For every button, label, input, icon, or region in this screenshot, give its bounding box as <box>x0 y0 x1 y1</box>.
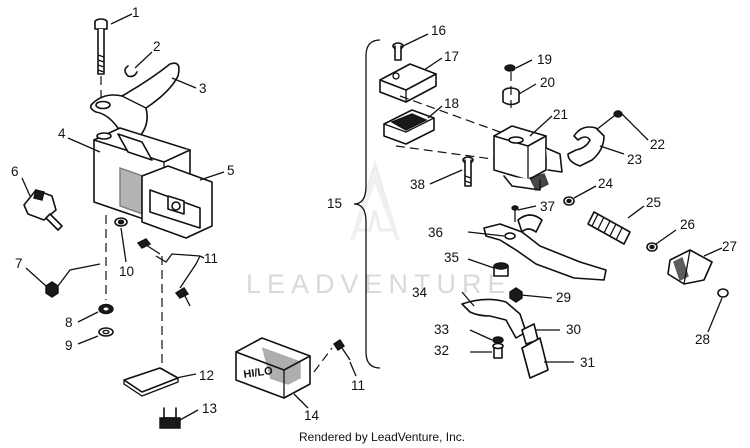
part-22-screw[interactable] <box>595 110 623 131</box>
callout-8: 8 <box>65 315 73 330</box>
callout-29: 29 <box>556 290 571 305</box>
callout-21: 21 <box>553 107 568 122</box>
callout-2: 2 <box>153 39 161 54</box>
callout-1: 1 <box>132 5 140 20</box>
callout-38: 38 <box>410 177 425 192</box>
part-6-knob[interactable] <box>23 189 63 231</box>
part-5-cover[interactable] <box>141 165 213 239</box>
part-25-spring[interactable] <box>587 211 631 245</box>
watermark-logo-icon <box>350 159 400 241</box>
part-14-hilo-switch[interactable]: HI/LO <box>235 337 311 399</box>
part-16-screw[interactable] <box>392 42 404 61</box>
leader-lines <box>21 13 723 421</box>
callout-25: 25 <box>646 195 661 210</box>
part-35-bushing[interactable] <box>493 262 509 277</box>
part-36-lever[interactable] <box>483 214 607 281</box>
callout-34: 34 <box>412 285 428 300</box>
part-11-screws[interactable] <box>136 238 201 307</box>
callout-10: 10 <box>119 264 134 279</box>
leader-dashed <box>395 145 501 161</box>
part-8-washer[interactable] <box>98 303 114 315</box>
callout-6: 6 <box>11 164 19 179</box>
part-38-bolt[interactable] <box>462 156 474 187</box>
part-23-clamp[interactable] <box>567 126 605 167</box>
callout-22: 22 <box>650 137 665 152</box>
part-9-lockwasher[interactable] <box>98 327 114 337</box>
callout-3: 3 <box>199 81 207 96</box>
part-37-pin[interactable] <box>511 205 519 222</box>
callout-33: 33 <box>434 322 449 337</box>
group-bracket-15 <box>353 39 381 369</box>
part-29-nut[interactable] <box>509 287 523 303</box>
callout-36: 36 <box>428 225 443 240</box>
part-13-bolt[interactable] <box>159 407 181 429</box>
switch-label: HI/LO <box>243 365 274 381</box>
part-7-nut[interactable] <box>45 263 101 298</box>
part-11-screw-right[interactable] <box>333 339 351 361</box>
callout-20: 20 <box>540 75 555 90</box>
part-21-master-cylinder[interactable] <box>493 125 563 191</box>
leader-dashed <box>399 95 501 133</box>
part-32-screw[interactable] <box>492 342 504 359</box>
callout-11-left: 11 <box>204 251 218 266</box>
callout-12: 12 <box>199 368 214 383</box>
callout-26: 26 <box>680 217 695 232</box>
watermark-text: LEADVENTURE <box>246 269 512 299</box>
callout-32: 32 <box>434 343 449 358</box>
callout-7: 7 <box>15 256 23 271</box>
part-27-piston[interactable] <box>667 249 713 285</box>
part-28-oring[interactable] <box>717 288 729 298</box>
part-18-diaphragm[interactable] <box>383 109 435 145</box>
leader-dashed-axis <box>313 347 333 373</box>
part-17-cap[interactable] <box>379 63 437 103</box>
part-34-bracket[interactable] <box>461 298 527 339</box>
part-2-clip[interactable] <box>124 65 138 78</box>
part-24-washer[interactable] <box>563 196 575 206</box>
callout-9: 9 <box>65 338 73 353</box>
part-3-bracket[interactable] <box>89 62 180 140</box>
callout-27: 27 <box>722 239 737 254</box>
callout-16: 16 <box>431 23 446 38</box>
render-credit: Rendered by LeadVenture, Inc. <box>299 430 465 444</box>
callout-35: 35 <box>444 250 459 265</box>
part-33-washer[interactable] <box>492 336 504 344</box>
callout-19: 19 <box>537 52 552 67</box>
part-31-tag[interactable] <box>521 337 549 379</box>
callout-15: 15 <box>327 196 342 211</box>
callout-30: 30 <box>566 322 581 337</box>
callout-5: 5 <box>227 163 235 178</box>
callout-18: 18 <box>444 96 459 111</box>
callout-13: 13 <box>202 401 217 416</box>
part-26-washer[interactable] <box>646 242 658 252</box>
part-10-bushing[interactable] <box>114 217 128 227</box>
callout-11-right: 11 <box>351 378 365 393</box>
callout-numbers: 1 2 3 4 5 6 7 8 9 10 11 12 13 14 11 15 1… <box>11 5 737 423</box>
callout-31: 31 <box>580 355 595 370</box>
part-1-bolt[interactable] <box>94 18 108 75</box>
callout-24: 24 <box>598 176 614 191</box>
part-19-seal[interactable] <box>504 64 516 72</box>
callout-4: 4 <box>58 126 66 141</box>
watermark: LEADVENTURE <box>246 159 512 299</box>
callout-23: 23 <box>627 152 642 167</box>
callout-37: 37 <box>540 199 555 214</box>
callout-28: 28 <box>695 332 710 347</box>
part-12-plate[interactable] <box>123 367 179 397</box>
callout-17: 17 <box>444 49 459 64</box>
callout-14: 14 <box>304 408 320 423</box>
